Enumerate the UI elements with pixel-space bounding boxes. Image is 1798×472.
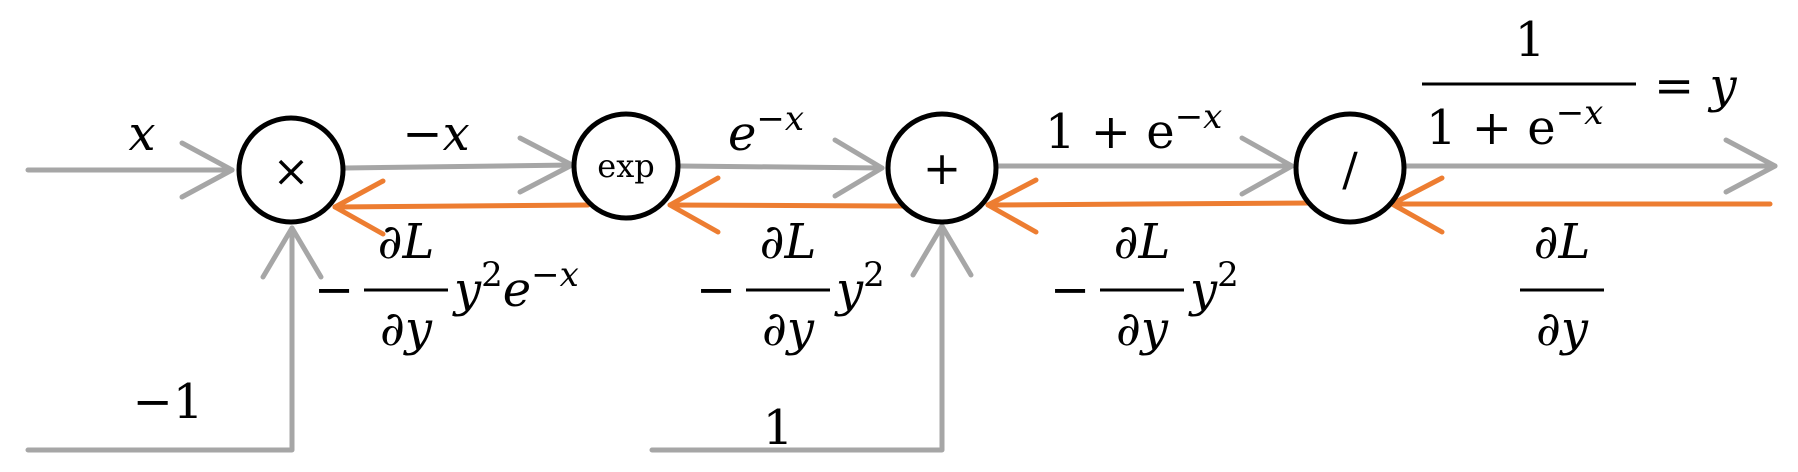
node-exp: exp <box>571 111 681 221</box>
node-divide: / <box>1293 111 1407 225</box>
label-exp-neg-x: e−x <box>728 99 804 162</box>
backward-edges <box>332 175 1773 237</box>
grad-label-add: − ∂L ∂y y2 <box>696 214 885 357</box>
exp-symbol: exp <box>597 147 654 185</box>
grad-divide-numerator: ∂L <box>1114 214 1171 270</box>
grad-edge-divide-to-add <box>985 200 1315 208</box>
grad-label-exp: − ∂L ∂y y2e−x <box>314 214 579 357</box>
edge-multiply-to-exp <box>342 162 575 171</box>
arrowhead-add-to-divide <box>1239 135 1295 197</box>
add-symbol: + <box>923 141 962 195</box>
arrowhead-divide-to-output <box>1723 137 1778 195</box>
grad-divide-tail: y2 <box>1188 255 1239 318</box>
output-denominator: 1 + e−x <box>1426 93 1603 156</box>
grad-edge-add-to-exp <box>667 202 905 209</box>
edge-exp-to-add <box>677 163 885 171</box>
grad-output-numerator: ∂L <box>1534 214 1591 270</box>
grad-exp-tail: y2e−x <box>452 255 579 318</box>
edge-neg-one-to-multiply <box>25 225 295 453</box>
edge-one-to-add <box>649 223 945 453</box>
grad-arrowhead-exp <box>667 175 721 235</box>
grad-exp-denominator: ∂y <box>380 301 433 357</box>
grad-arrowhead-multiply <box>332 178 386 237</box>
grad-add-numerator: ∂L <box>760 214 817 270</box>
grad-exp-numerator: ∂L <box>378 214 435 270</box>
label-neg-x: −x <box>402 106 469 162</box>
forward-edges <box>25 135 1778 453</box>
label-neg-one: −1 <box>133 374 204 430</box>
output-equals-y: = y <box>1654 58 1737 114</box>
arrowhead-one-to-add <box>910 223 974 278</box>
grad-output-denominator: ∂y <box>1536 301 1589 357</box>
grad-label-output: ∂L ∂y <box>1520 214 1604 357</box>
multiply-symbol: × <box>273 146 310 197</box>
label-output-expression: 1 1 + e−x = y <box>1422 12 1737 156</box>
grad-add-sign: − <box>696 262 736 318</box>
arrowhead-neg-one-to-multiply <box>260 225 324 280</box>
label-one-plus-exp: 1 + e−x <box>1045 97 1222 160</box>
output-numerator: 1 <box>1515 12 1546 68</box>
node-add: + <box>885 111 999 225</box>
grad-arrowhead-add <box>985 177 1039 235</box>
divide-symbol: / <box>1342 142 1358 196</box>
node-multiply: × <box>236 115 346 225</box>
grad-exp-sign: − <box>314 262 354 318</box>
grad-divide-sign: − <box>1050 262 1090 318</box>
arrowhead-x-to-multiply <box>179 140 235 200</box>
label-input-x: x <box>128 106 155 162</box>
label-one: 1 <box>763 400 794 456</box>
grad-add-tail: y2 <box>834 255 885 318</box>
grad-add-denominator: ∂y <box>762 301 815 357</box>
grad-label-divide: − ∂L ∂y y2 <box>1050 214 1239 357</box>
grad-divide-denominator: ∂y <box>1116 301 1169 357</box>
grad-edge-exp-to-multiply <box>332 202 591 210</box>
arrowhead-exp-to-add <box>832 137 885 199</box>
